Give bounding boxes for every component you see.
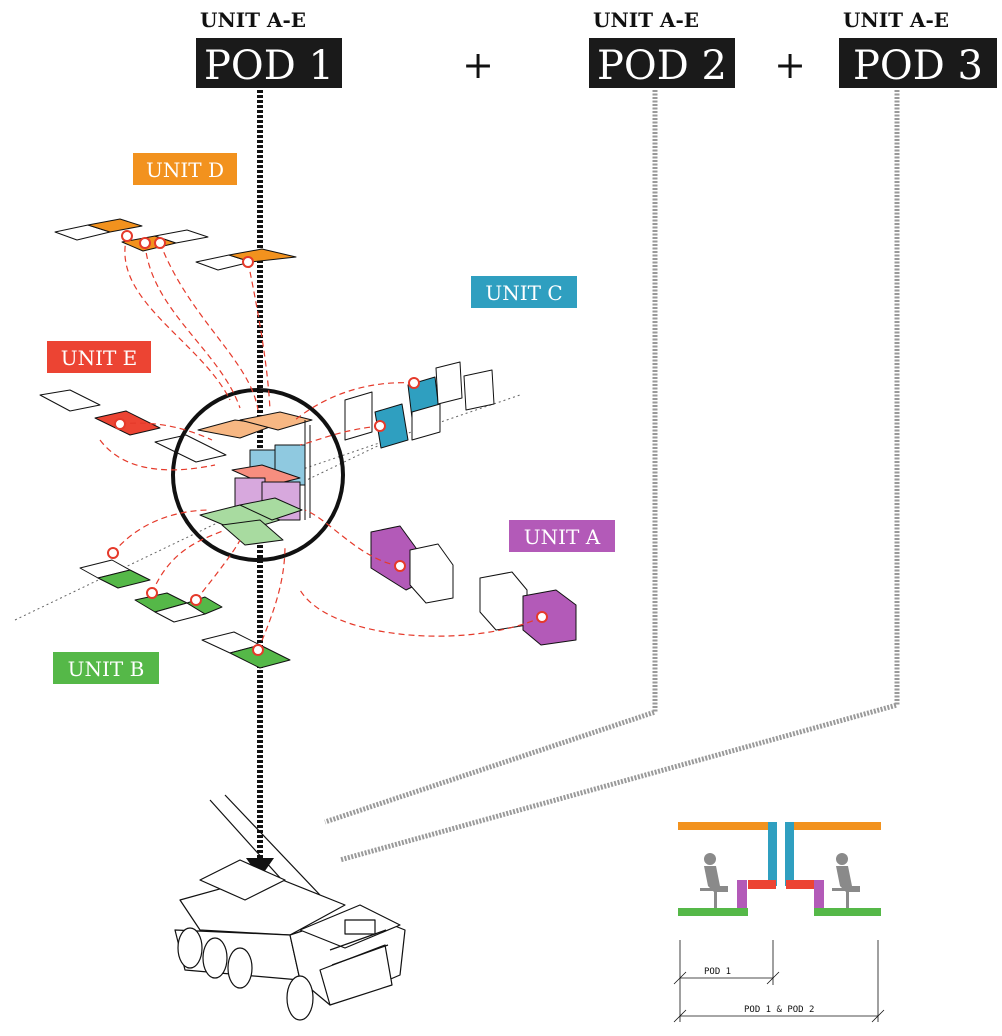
svg-text:UNIT D: UNIT D <box>146 158 224 182</box>
section-roof-right <box>792 822 881 830</box>
unit-b-tag: UNIT B <box>53 652 159 684</box>
pod-3-header: UNIT A-E POD 3 <box>839 8 997 89</box>
dim-pod-1-2-label: POD 1 & POD 2 <box>744 1005 814 1015</box>
connector-node <box>395 561 405 571</box>
connector-node <box>155 238 165 248</box>
pod-2-header: UNIT A-E POD 2 <box>589 8 735 89</box>
svg-text:UNIT A: UNIT A <box>524 525 601 549</box>
connector-node <box>115 419 125 429</box>
pod-3-caption: UNIT A-E <box>843 8 949 32</box>
svg-text:UNIT B: UNIT B <box>68 657 145 681</box>
section-beam-right <box>786 880 814 889</box>
connector-node <box>253 645 263 655</box>
pod-1-caption: UNIT A-E <box>200 8 306 32</box>
connector-node <box>243 257 253 267</box>
unit-c-boxes <box>345 362 494 448</box>
section-floor-left <box>678 908 748 916</box>
connector-node <box>191 595 201 605</box>
connector-node <box>375 421 385 431</box>
wheel <box>287 976 313 1020</box>
section-beam-left <box>748 880 776 889</box>
svg-text:UNIT C: UNIT C <box>485 281 562 305</box>
dim-pod-1-label: POD 1 <box>704 967 731 977</box>
wheel <box>228 948 252 988</box>
pod-2-label: POD 2 <box>597 43 727 89</box>
connector-node <box>140 238 150 248</box>
pod-3-label: POD 3 <box>853 43 983 89</box>
unit-c-tag: UNIT C <box>471 276 577 308</box>
section-diagram: POD 1 POD 1 & POD 2 <box>674 822 884 1022</box>
unit-d-tag: UNIT D <box>133 153 237 185</box>
assembly-model <box>198 412 312 545</box>
plus-sign-1: + <box>462 43 494 87</box>
pod-1-label: POD 1 <box>204 43 334 89</box>
svg-text:UNIT E: UNIT E <box>61 346 138 370</box>
connector-node <box>122 231 132 241</box>
unit-a-tag: UNIT A <box>509 520 615 552</box>
wheel <box>203 938 227 978</box>
pod-2-caption: UNIT A-E <box>593 8 699 32</box>
section-column-right <box>785 822 794 886</box>
seated-figure-left <box>700 853 728 908</box>
wheel <box>178 928 202 968</box>
unit-e-tag: UNIT E <box>47 341 151 373</box>
pod-2-leader <box>325 90 655 822</box>
unit-e-tiles <box>40 390 226 462</box>
connector-node <box>147 588 157 598</box>
connector-node <box>409 378 419 388</box>
pod-3-leader <box>340 90 897 860</box>
section-roof-left <box>678 822 770 830</box>
seated-figure-right <box>832 853 860 908</box>
connector-node <box>108 548 118 558</box>
section-wall-right <box>814 880 824 910</box>
connector-node <box>537 612 547 622</box>
pod-1-header: UNIT A-E POD 1 <box>196 8 342 89</box>
plus-sign-2: + <box>774 43 806 87</box>
section-floor-right <box>814 908 881 916</box>
truck-illustration <box>175 795 405 1020</box>
section-wall-left <box>737 880 747 910</box>
section-column-left <box>768 822 777 886</box>
